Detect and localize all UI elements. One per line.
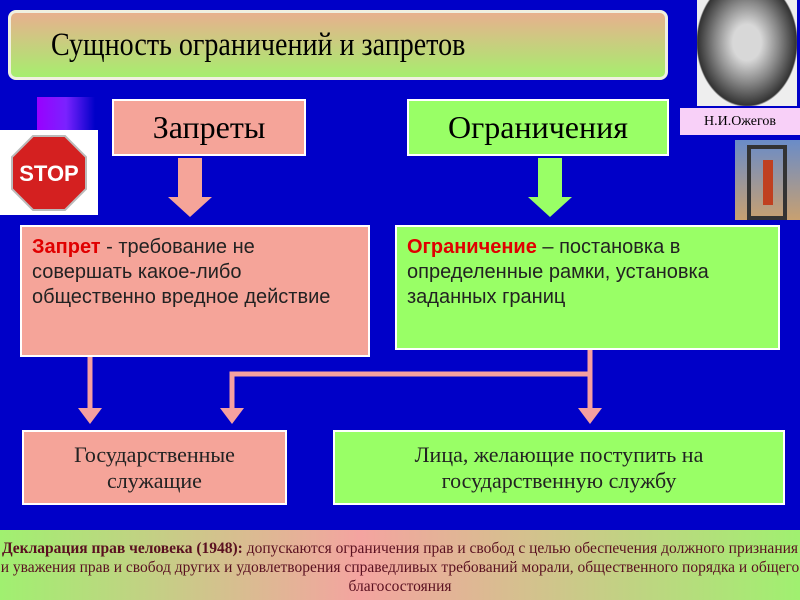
term: Ограничение	[407, 236, 537, 258]
connectors	[78, 158, 602, 424]
civil-servants-box: Государственные служащие	[22, 430, 287, 505]
term: Запрет	[32, 236, 101, 258]
svg-text:STOP: STOP	[19, 161, 79, 186]
definition-text: – постановка в определенные рамки, устан…	[407, 236, 709, 308]
arrow-down-left	[168, 158, 212, 217]
declaration-title: Декларация прав человека (1948):	[1, 540, 243, 557]
arrow-head	[578, 408, 602, 424]
arrow-head	[78, 408, 102, 424]
declaration-text: допускаются ограничения прав и свобод с …	[0, 540, 800, 595]
slide-title: Сущность ограничений и запретов	[8, 10, 668, 80]
applicants-box: Лица, желающие поступить на государствен…	[333, 430, 785, 505]
prohibition-definition: Запрет - требование не совершать какое-л…	[20, 225, 370, 357]
restriction-definition: Ограничение – постановка в определенные …	[395, 225, 780, 350]
declaration-note: Декларация прав человека (1948): допуска…	[0, 530, 800, 600]
stop-sign-image: STOP	[0, 130, 98, 215]
definition-text: - требование не совершать какое-либо общ…	[32, 236, 331, 308]
frame-statue-image	[735, 140, 800, 220]
arrow-down-right	[528, 158, 572, 217]
restrictions-header: Ограничения	[407, 99, 669, 156]
portrait-caption: Н.И.Ожегов	[680, 108, 800, 135]
prohibitions-header: Запреты	[112, 99, 306, 156]
stop-sign-icon: STOP	[11, 134, 87, 211]
arrow-head	[220, 408, 244, 424]
portrait-image	[697, 0, 797, 106]
title-text: Сущность ограничений и запретов	[51, 26, 466, 63]
